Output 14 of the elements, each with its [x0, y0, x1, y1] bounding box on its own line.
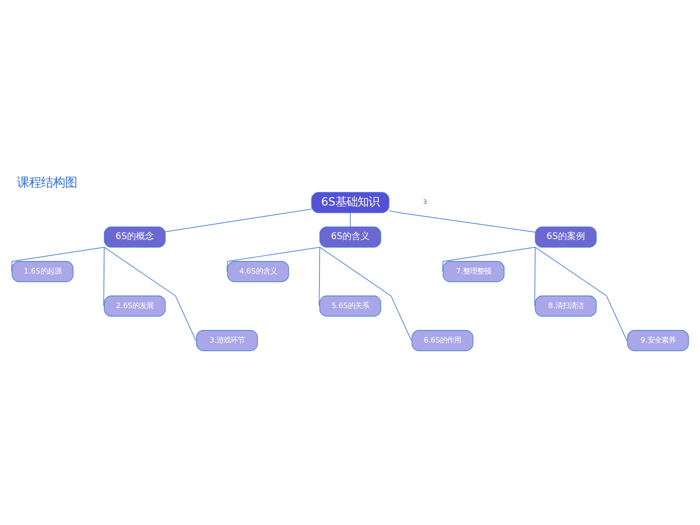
connector	[442, 246, 536, 272]
connector	[350, 212, 351, 228]
connector	[11, 246, 105, 272]
connector	[226, 246, 320, 272]
node-box: 6S的概念	[104, 226, 166, 248]
connector	[388, 210, 536, 232]
diagram-title: 课程结构图	[16, 174, 77, 190]
connector	[318, 246, 320, 306]
node-box: 6S基础知识	[311, 192, 390, 214]
connector	[165, 208, 312, 232]
connector	[103, 246, 105, 306]
connector	[534, 246, 536, 306]
node-box: 6S的含义	[319, 226, 382, 248]
node-box: 6S的案例	[534, 226, 597, 248]
